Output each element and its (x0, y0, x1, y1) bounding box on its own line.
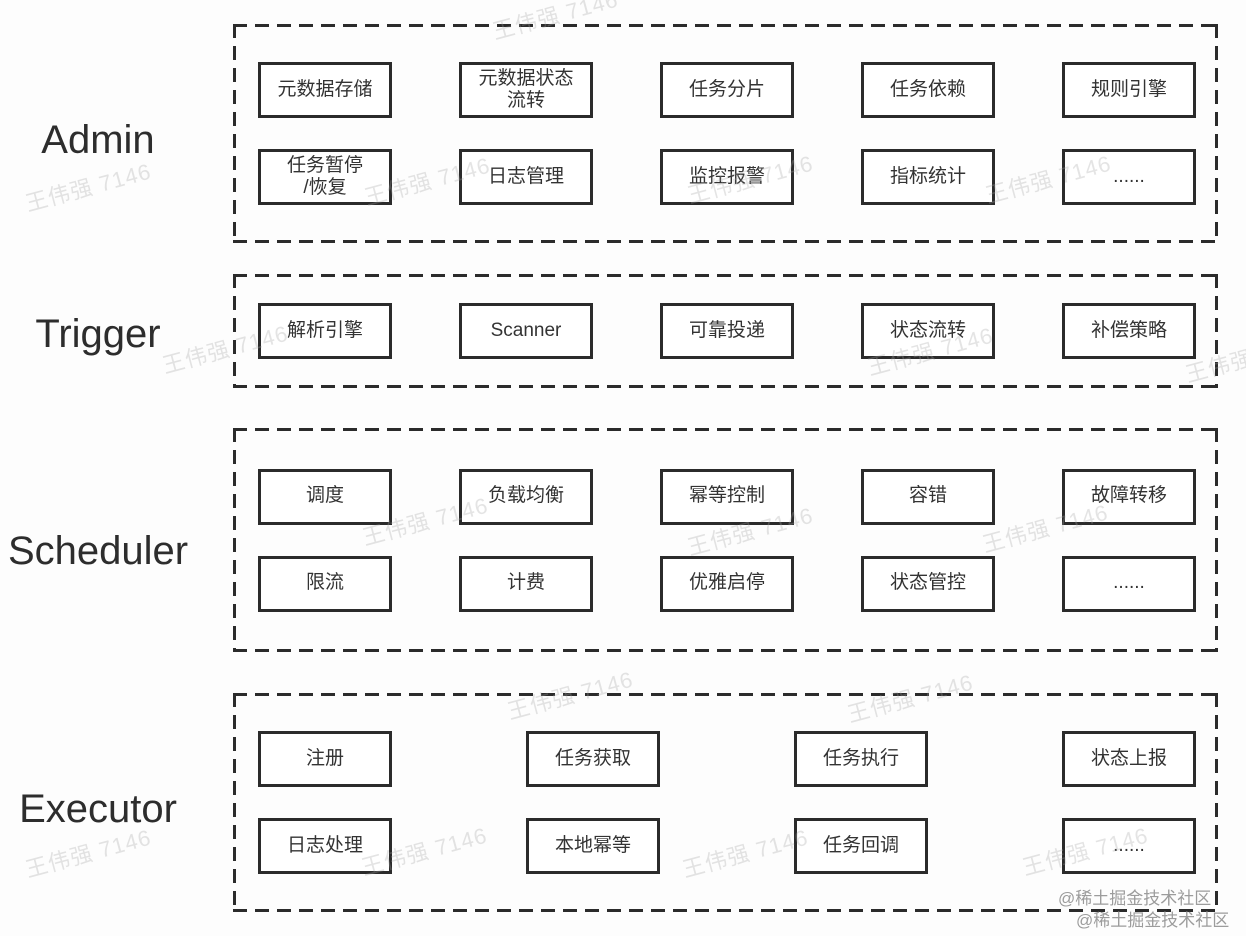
scheduler-node-rows: 调度 负载均衡 幂等控制 容错 故障转移限流 计费 优雅启停 状态管控...... (233, 428, 1218, 652)
executor-section: 注册 任务获取 任务执行 状态上报日志处理 本地幂等 任务回调...... (233, 693, 1218, 912)
node-label: 故障转移 (1090, 485, 1167, 507)
node-label: 状态上报 (1090, 747, 1167, 769)
community-watermark: @稀土掘金技术社区 (1058, 889, 1212, 908)
diagram-node: Scanner (459, 303, 593, 359)
diagram-node: ...... (1062, 149, 1196, 205)
diagram-node: 元数据状态 流转 (459, 62, 593, 118)
diagram-node: 任务获取 (526, 731, 660, 787)
community-watermark: @稀土掘金技术社区 (1076, 911, 1230, 930)
node-label: 元数据状态 流转 (478, 67, 574, 111)
node-label: Scanner (490, 319, 562, 341)
section-label-admin: Admin (41, 118, 155, 162)
node-label: 注册 (305, 747, 344, 769)
node-label: 日志处理 (286, 834, 363, 856)
node-label: 任务执行 (822, 747, 899, 769)
node-label: 幂等控制 (688, 485, 765, 507)
diagram-node: 注册 (258, 731, 392, 787)
diagram-node: 本地幂等 (526, 818, 660, 874)
node-label: 任务回调 (822, 834, 899, 856)
diagram-node: 解析引擎 (258, 303, 392, 359)
section-label-trigger: Trigger (35, 312, 161, 356)
diagram-node: ...... (1062, 555, 1196, 612)
diagram-node: ...... (1062, 818, 1196, 874)
admin-node-rows: 元数据存储 元数据状态 流转 任务分片 任务依赖 规则引擎任务暂停 /恢复 日志管理 监控报… (233, 24, 1218, 243)
node-label: 容错 (908, 485, 947, 507)
diagram-node: 故障转移 (1062, 468, 1196, 525)
diagram-node: 任务执行 (794, 731, 928, 787)
executor-node-rows: 注册 任务获取 任务执行 状态上报日志处理 本地幂等 任务回调...... (233, 693, 1218, 912)
diagram-node: 指标统计 (861, 149, 995, 205)
node-label: 补偿策略 (1090, 319, 1167, 341)
node-row: 限流 计费 优雅启停 状态管控...... (233, 555, 1218, 612)
author-watermark: 王伟强 7146 (22, 158, 154, 217)
node-label: 调度 (305, 485, 344, 507)
diagram-node: 调度 (258, 468, 392, 525)
node-label: 状态管控 (889, 572, 966, 594)
node-label: 任务分片 (688, 78, 765, 100)
diagram-node: 任务暂停 /恢复 (258, 149, 392, 205)
node-row: 注册 任务获取 任务执行 状态上报 (233, 731, 1218, 787)
diagram-node: 状态流转 (861, 303, 995, 359)
node-label: 指标统计 (889, 165, 966, 187)
node-label: 任务暂停 /恢复 (286, 154, 363, 198)
node-label: 本地幂等 (554, 834, 631, 856)
node-label: 元数据存储 (277, 78, 373, 100)
diagram-node: 日志管理 (459, 149, 593, 205)
node-label: 限流 (305, 572, 344, 594)
diagram-node: 任务依赖 (861, 62, 995, 118)
node-label: 任务获取 (554, 747, 631, 769)
node-label: 优雅启停 (688, 572, 765, 594)
node-row: 任务暂停 /恢复 日志管理 监控报警 指标统计...... (233, 149, 1218, 205)
node-label: 计费 (506, 572, 545, 594)
diagram-node: 规则引擎 (1062, 62, 1196, 118)
node-label: 任务依赖 (889, 78, 966, 100)
node-label: 可靠投递 (688, 319, 765, 341)
diagram-node: 监控报警 (660, 149, 794, 205)
node-label: 解析引擎 (286, 319, 363, 341)
diagram-node: 限流 (258, 555, 392, 612)
node-row: 日志处理 本地幂等 任务回调...... (233, 818, 1218, 874)
diagram-node: 负载均衡 (459, 468, 593, 525)
diagram-node: 计费 (459, 555, 593, 612)
node-label: ...... (1113, 572, 1145, 594)
diagram-node: 任务分片 (660, 62, 794, 118)
node-label: ...... (1113, 165, 1145, 187)
diagram-node: 补偿策略 (1062, 303, 1196, 359)
node-row: 解析引擎 Scanner 可靠投递 状态流转 补偿策略 (233, 303, 1218, 359)
node-label: ...... (1113, 834, 1145, 856)
node-row: 元数据存储 元数据状态 流转 任务分片 任务依赖 规则引擎 (233, 62, 1218, 118)
diagram-node: 状态管控 (861, 555, 995, 612)
node-label: 状态流转 (889, 319, 966, 341)
section-label-executor: Executor (19, 787, 177, 831)
node-label: 规则引擎 (1090, 78, 1167, 100)
trigger-section: 解析引擎 Scanner 可靠投递 状态流转 补偿策略 (233, 274, 1218, 388)
node-label: 负载均衡 (487, 485, 564, 507)
diagram-node: 任务回调 (794, 818, 928, 874)
admin-section: 元数据存储 元数据状态 流转 任务分片 任务依赖 规则引擎任务暂停 /恢复 日志管理 监控报… (233, 24, 1218, 243)
diagram-node: 日志处理 (258, 818, 392, 874)
trigger-node-rows: 解析引擎 Scanner 可靠投递 状态流转 补偿策略 (233, 274, 1218, 388)
diagram-node: 容错 (861, 468, 995, 525)
section-label-scheduler: Scheduler (7, 529, 189, 573)
node-row: 调度 负载均衡 幂等控制 容错 故障转移 (233, 468, 1218, 525)
diagram-node: 优雅启停 (660, 555, 794, 612)
node-label: 日志管理 (487, 165, 564, 187)
diagram-node: 状态上报 (1062, 731, 1196, 787)
diagram-node: 幂等控制 (660, 468, 794, 525)
node-label: 监控报警 (688, 165, 765, 187)
diagram-node: 可靠投递 (660, 303, 794, 359)
scheduler-section: 调度 负载均衡 幂等控制 容错 故障转移限流 计费 优雅启停 状态管控...... (233, 428, 1218, 652)
diagram-node: 元数据存储 (258, 62, 392, 118)
